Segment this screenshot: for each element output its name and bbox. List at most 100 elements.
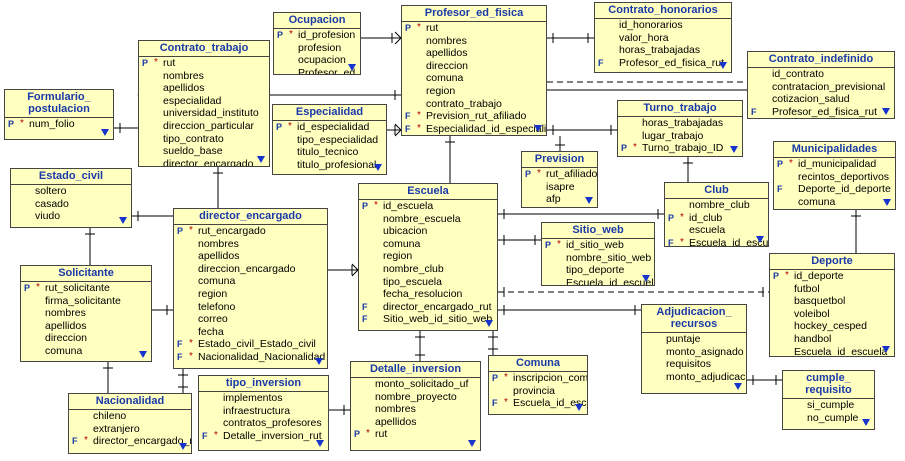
attribute-name: rut_afiliado xyxy=(546,168,598,180)
attribute-name: voleibol xyxy=(794,307,830,320)
attribute-name: nombres xyxy=(163,69,204,82)
attribute-row: afp xyxy=(522,193,597,206)
attribute-name: titulo_tecnico xyxy=(297,146,359,159)
attribute-row: nombre_escuela xyxy=(359,213,497,226)
expand-triangle-icon[interactable] xyxy=(862,419,870,426)
attribute-row: horas_trabajadas xyxy=(595,44,731,57)
entity-comuna[interactable]: ComunaP*inscripcion_comunaprovinciaF*Esc… xyxy=(488,355,588,415)
attribute-name: Deporte_id_deporte xyxy=(798,183,891,196)
expand-triangle-icon[interactable] xyxy=(179,443,187,450)
attribute-name: viudo xyxy=(35,210,61,223)
attribute-name: id_escuela xyxy=(383,200,434,212)
expand-triangle-icon[interactable] xyxy=(101,129,109,136)
expand-triangle-icon[interactable] xyxy=(756,236,764,243)
attribute-name: rut xyxy=(375,428,388,441)
expand-triangle-icon[interactable] xyxy=(119,217,127,224)
expand-triangle-icon[interactable] xyxy=(348,64,356,71)
expand-triangle-icon[interactable] xyxy=(534,125,542,132)
expand-triangle-icon[interactable] xyxy=(374,164,382,171)
expand-triangle-icon[interactable] xyxy=(883,199,891,206)
expand-triangle-icon[interactable] xyxy=(468,440,476,447)
expand-triangle-icon[interactable] xyxy=(585,197,593,204)
mandatory-marker: * xyxy=(537,168,541,179)
mandatory-marker: * xyxy=(417,122,421,134)
expand-triangle-icon[interactable] xyxy=(139,351,147,358)
attribute-row: comuna xyxy=(21,345,151,358)
mandatory-marker: * xyxy=(154,57,158,68)
expand-triangle-icon[interactable] xyxy=(730,146,738,153)
attribute-name: nombres xyxy=(45,307,86,320)
attribute-row: tipo_especialidad xyxy=(273,134,386,147)
attribute-row: contrato_trabajo xyxy=(402,98,546,111)
expand-triangle-icon[interactable] xyxy=(315,358,323,365)
key-marker: P xyxy=(777,159,784,169)
key-marker: F xyxy=(751,106,757,117)
expand-triangle-icon[interactable] xyxy=(882,108,890,115)
entity-title: Contrato_honorarios xyxy=(595,3,731,19)
expand-triangle-icon[interactable] xyxy=(316,440,324,447)
key-marker: P xyxy=(8,119,15,129)
expand-triangle-icon[interactable] xyxy=(719,62,727,69)
expand-triangle-icon[interactable] xyxy=(485,320,493,327)
expand-triangle-icon[interactable] xyxy=(642,275,650,282)
entity-title: Turno_trabajo xyxy=(618,101,742,117)
attribute-row: comuna xyxy=(774,196,895,209)
attribute-name: Prevision_rut_afiliado xyxy=(426,110,527,123)
attribute-name: Turno_trabajo_ID xyxy=(642,142,724,155)
attribute-row: monto_adjudicacion xyxy=(642,371,746,384)
key-marker: P xyxy=(621,143,628,154)
attribute-row: apellidos xyxy=(174,250,327,263)
attribute-name: Escuela_id_escuela xyxy=(794,345,888,357)
entity-title: Solicitante xyxy=(21,266,151,282)
attribute-row: F*director_encargado_rut_encargado xyxy=(69,435,191,448)
entity-title: Contrato_trabajo xyxy=(139,41,269,57)
attribute-row: fecha xyxy=(174,326,327,339)
attribute-name: apellidos xyxy=(198,250,240,263)
expand-triangle-icon[interactable] xyxy=(882,346,890,353)
attribute-row: monto_asignado xyxy=(642,346,746,359)
expand-triangle-icon[interactable] xyxy=(734,383,742,390)
entity-title: Municipalidades xyxy=(774,142,895,158)
attribute-row: isapre xyxy=(522,181,597,194)
expand-triangle-icon[interactable] xyxy=(575,404,583,411)
attribute-row: P*rut xyxy=(139,57,269,70)
expand-triangle-icon[interactable] xyxy=(257,156,265,163)
attribute-name: comuna xyxy=(798,195,836,208)
attribute-name: id_deporte xyxy=(794,270,844,282)
key-marker: F xyxy=(177,339,183,350)
attribute-row: telefono xyxy=(174,301,327,314)
attribute-name: handbol xyxy=(794,332,832,345)
attribute-name: id_municipalidad xyxy=(798,158,877,170)
key-marker: F xyxy=(362,301,368,312)
attribute-name: especialidad xyxy=(163,94,222,107)
attribute-name: monto_asignado xyxy=(666,345,744,358)
attribute-name: rut_encargado xyxy=(198,225,266,237)
mandatory-marker: * xyxy=(189,338,193,350)
attribute-name: tipo_especialidad xyxy=(297,133,379,146)
mandatory-marker: * xyxy=(189,225,193,236)
attribute-row: nombres xyxy=(351,403,480,416)
